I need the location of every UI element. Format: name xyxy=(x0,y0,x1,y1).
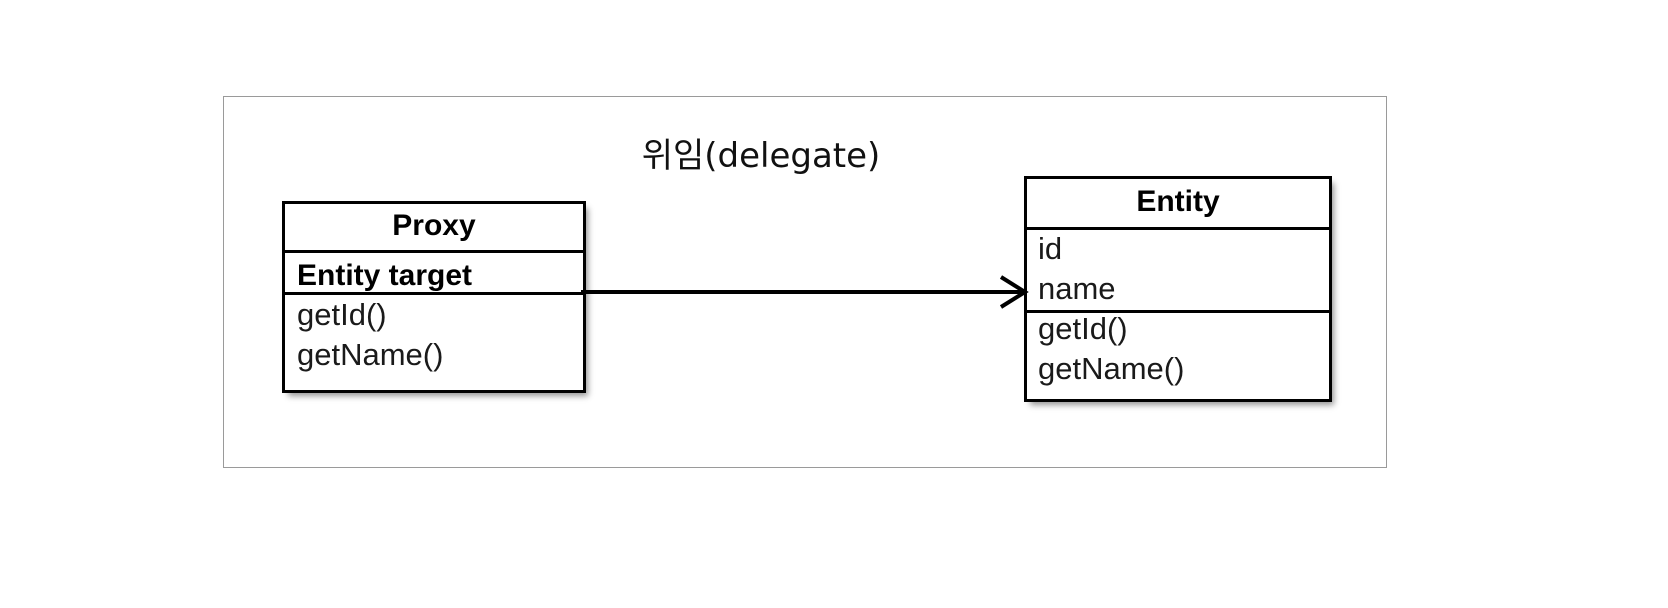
entity-attribute-name: name xyxy=(1038,271,1116,306)
entity-methods-compartment: getId() getName() xyxy=(1027,310,1329,399)
entity-class-name: Entity xyxy=(1136,185,1220,218)
proxy-attribute-entity-target: Entity target xyxy=(297,259,473,292)
uml-class-entity[interactable]: Entity id name getId() getName() xyxy=(1024,176,1332,402)
entity-attribute-id: id xyxy=(1038,231,1063,266)
proxy-methods-compartment: getId() getName() xyxy=(285,292,583,390)
proxy-attributes-compartment: Entity target xyxy=(285,250,583,292)
proxy-title-compartment: Proxy xyxy=(285,204,583,250)
proxy-method-getid: getId() xyxy=(297,297,387,332)
proxy-class-name: Proxy xyxy=(392,209,476,242)
entity-title-compartment: Entity xyxy=(1027,179,1329,227)
diagram-frame: 위임(delegate) Proxy Entity target getId()… xyxy=(223,96,1387,468)
uml-class-proxy[interactable]: Proxy Entity target getId() getName() xyxy=(282,201,586,393)
delegate-arrow xyxy=(581,275,1029,309)
delegate-relationship-label: 위임(delegate) xyxy=(641,136,881,176)
proxy-method-getname: getName() xyxy=(297,337,444,372)
delegate-arrowhead-icon xyxy=(999,275,1029,309)
entity-method-getid: getId() xyxy=(1038,311,1128,346)
entity-method-getname: getName() xyxy=(1038,351,1185,386)
entity-attributes-compartment: id name xyxy=(1027,227,1329,310)
